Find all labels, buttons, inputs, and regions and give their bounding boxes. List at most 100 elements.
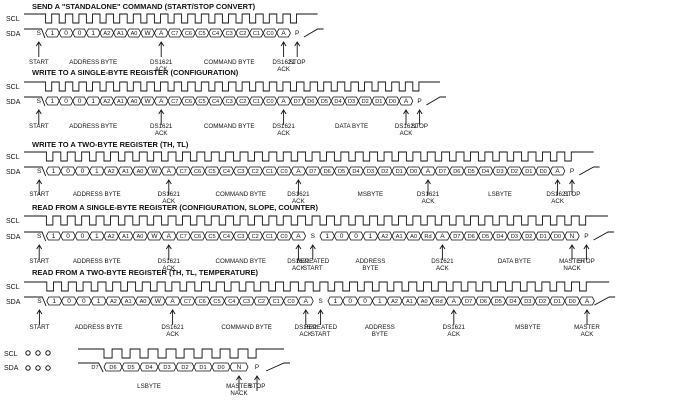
sda-bit-cell [398, 96, 414, 106]
field-label: DS1621 [161, 324, 184, 331]
sda-bit: 1 [97, 298, 101, 305]
sda-bit: S [37, 168, 42, 175]
sda-bit: C6 [194, 169, 201, 175]
sda-bit: 0 [81, 168, 85, 175]
sda-bit: D3 [163, 365, 170, 371]
field-label: ACK [447, 331, 461, 338]
sda-bit: A0 [410, 234, 417, 240]
scl-waveform [24, 281, 610, 292]
sda-bit: C3 [237, 234, 244, 240]
sda-bit: S [311, 233, 316, 240]
arrow-head [35, 109, 42, 115]
sda-line [578, 166, 600, 176]
sda-line [265, 362, 290, 372]
field-label: START [311, 331, 331, 338]
sda-bit: C0 [287, 299, 294, 305]
sda-bit: 1 [91, 30, 95, 37]
field-label: NACK [230, 390, 248, 397]
arrow-head [294, 41, 301, 47]
sda-bit: C1 [266, 234, 273, 240]
arrow-head [295, 179, 302, 185]
sda-bit-cell [579, 296, 595, 306]
scl-label: SCL [6, 84, 20, 91]
sda-bit: C7 [171, 31, 178, 37]
sda-bit: C0 [266, 31, 273, 37]
sda-bit: D2 [525, 234, 532, 240]
sda-bit: 0 [340, 233, 344, 240]
sda-bit: A [159, 30, 164, 37]
sda-bit: A [167, 233, 172, 240]
sda-bit-cell [564, 231, 580, 241]
field-label: MASTER [574, 324, 600, 331]
arrow-head [317, 309, 324, 315]
field-label: START [29, 123, 49, 130]
sda-bit: D7 [453, 234, 460, 240]
continuation-dot [25, 350, 31, 356]
sda-bit: D0 [217, 365, 224, 371]
sda-bit: D6 [480, 299, 487, 305]
sda-bit: 0 [64, 30, 68, 37]
sda-bit: C2 [239, 31, 246, 37]
field-label: ADDRESS BYTE [73, 258, 121, 265]
sda-bit: 0 [82, 298, 86, 305]
sda-bit: A [304, 298, 309, 305]
scl-label: SCL [4, 351, 18, 358]
field-label: DS1621 [417, 191, 440, 198]
sda-bit: 0 [67, 298, 71, 305]
sda-bit: C0 [280, 169, 287, 175]
arrow-head [36, 309, 43, 315]
field-label: MSBYTE [515, 324, 540, 331]
sda-line [303, 28, 324, 38]
sda-bit: W [145, 98, 152, 105]
sda-bit: C2 [252, 169, 259, 175]
sda-bit: 0 [66, 168, 70, 175]
field-label: START [303, 265, 323, 272]
field-label: COMMAND BYTE [216, 191, 267, 198]
sda-bit: D4 [509, 299, 516, 305]
sda-bit: C4 [212, 31, 219, 37]
sda-bit: A [585, 298, 590, 305]
field-label: ADDRESS BYTE [73, 191, 121, 198]
sda-bit: A [296, 168, 301, 175]
sda-bit: D2 [381, 169, 388, 175]
sda-bit: A [281, 98, 286, 105]
sda-bit: A2 [103, 99, 110, 105]
sda-bit: C4 [212, 99, 219, 105]
sda-bit: D1 [540, 234, 547, 240]
sda-bit: 1 [51, 98, 55, 105]
continuation-dot [35, 365, 41, 371]
sda-bit: D5 [468, 169, 475, 175]
sda-bit: S [37, 30, 42, 37]
arrow-head [36, 179, 43, 185]
sda-bit: D0 [389, 99, 396, 105]
field-label: ACK [422, 198, 436, 205]
field-label: ACK [292, 265, 306, 272]
sda-bit: N [570, 233, 575, 240]
sda-bit: S [318, 298, 323, 305]
sda-bit: D3 [496, 169, 503, 175]
field-label: ACK [277, 130, 291, 137]
sda-bit: D4 [352, 169, 359, 175]
sda-bit: A2 [108, 234, 115, 240]
sda-bit: W [145, 30, 152, 37]
arrow-head [158, 109, 165, 115]
sda-bit: C7 [171, 99, 178, 105]
sda-bit: D3 [348, 99, 355, 105]
field-label: DS1621 [150, 123, 173, 130]
scl-waveform [78, 348, 284, 359]
arrow-head [169, 309, 176, 315]
sda-bit-cell [229, 362, 249, 372]
sda-bit: 1 [369, 233, 373, 240]
arrow-head [254, 375, 260, 381]
arrow-head [302, 309, 309, 315]
sda-bit: A [167, 168, 172, 175]
field-label: ACK [551, 198, 565, 205]
field-label: START [29, 191, 49, 198]
sda-bit: D1 [375, 99, 382, 105]
sda-bit: C3 [226, 31, 233, 37]
sda-bit: W [155, 298, 162, 305]
sda-bit: A0 [137, 234, 144, 240]
sda-bit: D0 [410, 169, 417, 175]
sda-bit: D6 [109, 365, 116, 371]
sda-bit: D5 [321, 99, 328, 105]
